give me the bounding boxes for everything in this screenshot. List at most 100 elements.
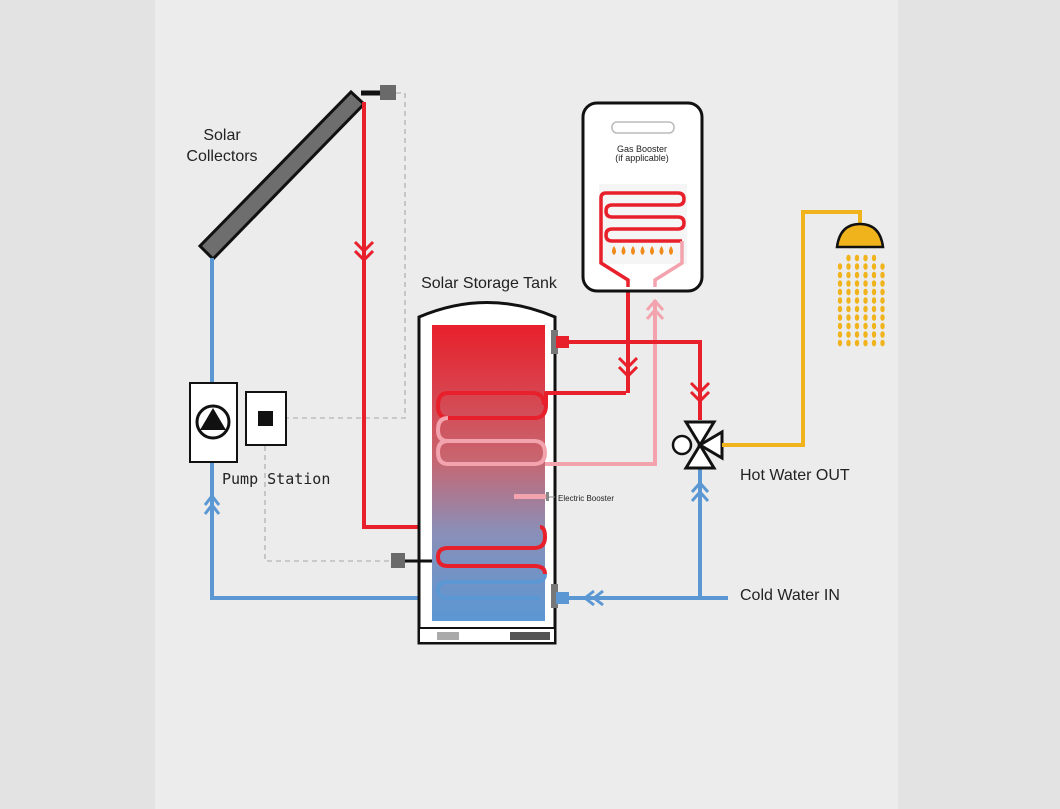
up-chevrons-left <box>203 493 221 515</box>
water-drop <box>837 322 843 330</box>
hot-water-out-label: Hot Water OUT <box>740 467 850 484</box>
water-drop <box>871 331 877 338</box>
pump-station <box>189 382 287 463</box>
flame <box>621 246 626 255</box>
water-drop <box>880 314 885 321</box>
water-drop <box>863 297 868 304</box>
gas-booster-label-line1: Gas Booster <box>617 144 667 154</box>
water-drop <box>854 305 860 313</box>
shower-spray <box>837 254 885 347</box>
tank-hot-outlet <box>558 290 702 420</box>
water-drop <box>854 254 860 262</box>
water-drop <box>880 297 885 304</box>
water-drop <box>880 305 885 313</box>
water-drop <box>846 322 851 330</box>
water-drop <box>837 314 843 321</box>
water-drop <box>871 280 877 287</box>
water-drop <box>863 331 868 338</box>
water-drop <box>863 288 868 296</box>
up-chevrons-return <box>645 298 665 320</box>
water-drop <box>854 322 860 330</box>
electric-booster <box>514 492 555 501</box>
cold-water-in-label: Cold Water IN <box>740 587 840 604</box>
water-drop <box>846 254 851 262</box>
sensor-wires <box>264 92 406 562</box>
solar-collector-panel <box>197 85 396 262</box>
flame <box>640 246 645 255</box>
water-drop <box>846 280 851 287</box>
water-drop <box>846 314 851 321</box>
water-drop <box>880 288 885 296</box>
water-drop <box>854 263 860 270</box>
water-drop <box>871 297 877 304</box>
water-drop <box>837 297 843 304</box>
water-drop <box>837 331 843 338</box>
water-drop <box>871 263 877 270</box>
shower-head-icon <box>835 222 885 249</box>
water-drop <box>837 263 843 270</box>
pump-station-label: Pump Station <box>222 470 330 488</box>
cold-inlet-fitting <box>556 592 569 604</box>
water-drop <box>880 271 885 279</box>
hot-water-out-pipe <box>722 210 862 447</box>
water-drop <box>846 271 851 279</box>
solar-collectors-label-line1: Solar <box>203 127 241 144</box>
water-drop <box>854 271 860 279</box>
water-drop <box>837 339 843 347</box>
water-drop <box>880 339 885 347</box>
flame <box>659 246 664 255</box>
mixing-valve-icon <box>671 420 724 470</box>
water-drop <box>837 280 843 287</box>
flame <box>631 246 635 255</box>
down-chevrons-valve <box>689 381 711 404</box>
water-drop <box>854 339 860 347</box>
flame <box>650 246 654 255</box>
gas-booster-label-line2: (if applicable) <box>615 153 669 163</box>
gas-booster-unit <box>581 101 704 293</box>
water-drop <box>854 331 860 338</box>
water-drop <box>871 288 877 296</box>
water-drop <box>846 331 851 338</box>
water-drop <box>863 305 868 313</box>
water-drop <box>880 263 885 270</box>
upper-coil <box>435 300 657 466</box>
down-chevrons-collector <box>353 240 375 263</box>
water-drop <box>854 297 860 304</box>
water-drop <box>837 288 843 296</box>
water-drop <box>846 339 851 347</box>
water-drop <box>863 263 868 270</box>
water-drop <box>871 339 877 347</box>
water-drop <box>871 305 877 313</box>
flame <box>612 246 616 255</box>
water-drop <box>854 280 860 287</box>
hot-outlet-fitting <box>556 336 569 348</box>
electric-booster-label: Electric Booster <box>558 494 614 503</box>
water-drop <box>854 288 860 296</box>
solar-storage-tank <box>391 301 558 645</box>
water-drop <box>871 314 877 321</box>
water-drop <box>837 271 843 279</box>
water-drop <box>880 280 885 287</box>
storage-tank-label: Solar Storage Tank <box>421 275 558 292</box>
water-drop <box>871 322 877 330</box>
water-drop <box>863 314 868 321</box>
water-drop <box>863 254 868 262</box>
water-drop <box>863 271 868 279</box>
water-drop <box>863 322 868 330</box>
flame <box>669 246 673 255</box>
solar-collectors-label-line2: Collectors <box>186 148 257 165</box>
water-drop <box>846 297 851 304</box>
lower-coil <box>435 525 548 600</box>
water-drop <box>880 322 885 330</box>
left-chevrons-cold <box>582 589 604 607</box>
burner-flames-icon <box>612 246 673 255</box>
water-drop <box>871 254 877 262</box>
water-drop <box>871 271 877 279</box>
water-drop <box>854 314 860 321</box>
down-chevrons-booster <box>617 356 639 379</box>
water-drop <box>846 288 851 296</box>
water-drop <box>846 305 851 313</box>
water-drop <box>837 305 843 313</box>
